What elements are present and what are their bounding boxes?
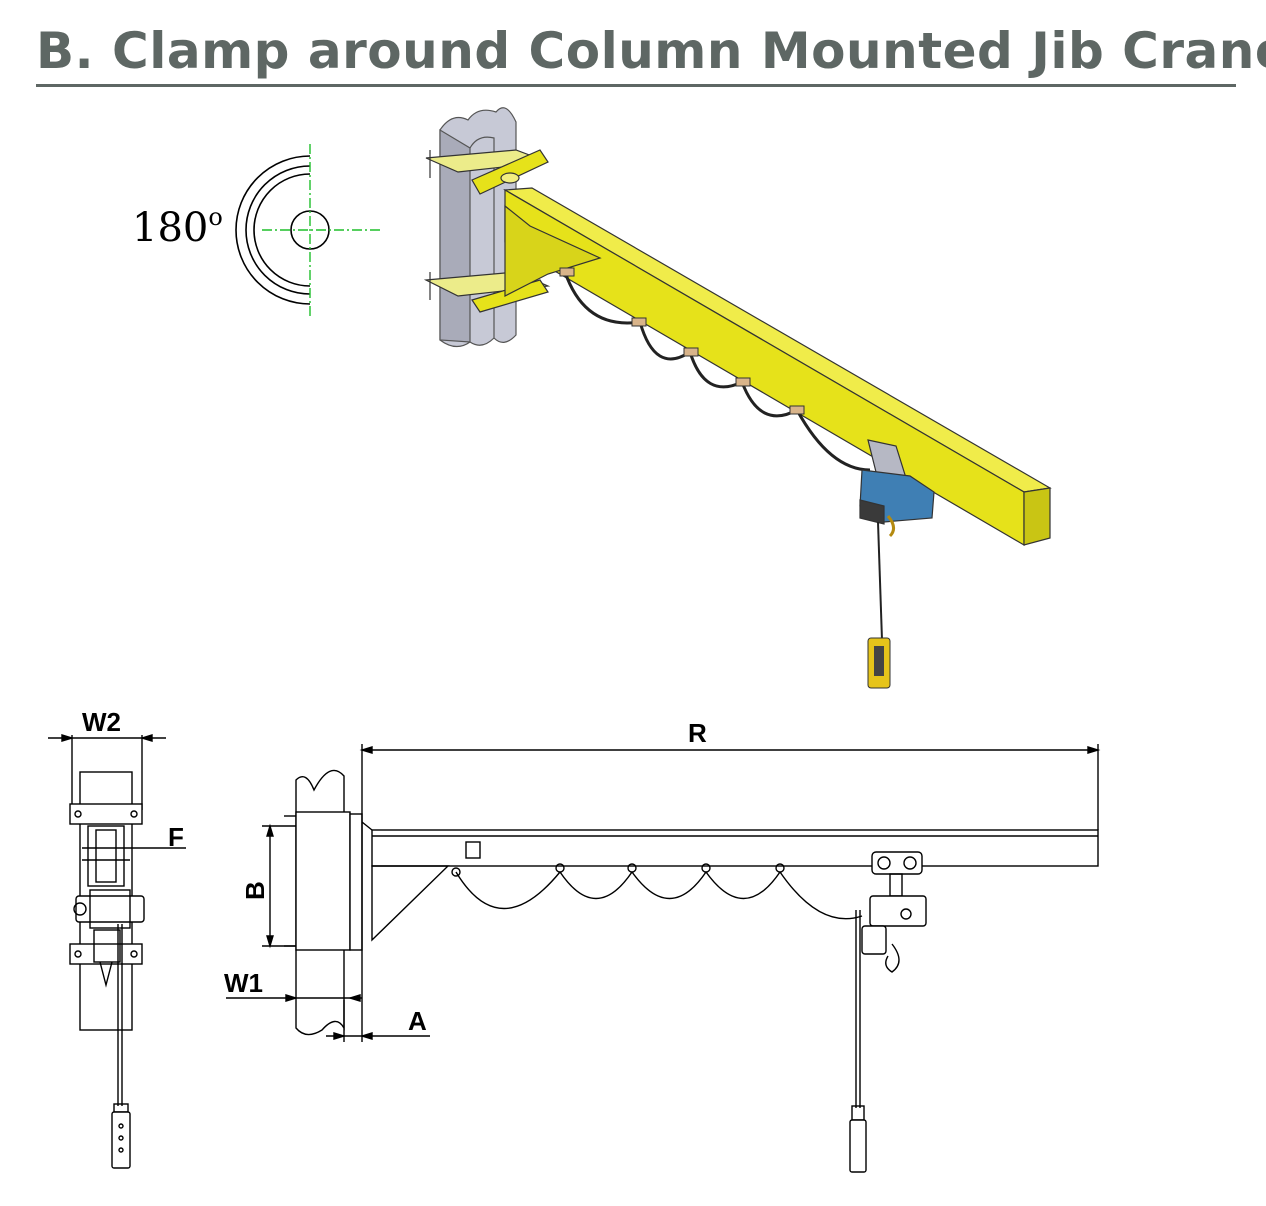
- pendant-3d: [867, 521, 891, 689]
- hoist-3d: [859, 439, 935, 538]
- dim-b-label: B: [240, 881, 270, 900]
- rotation-symbol: [235, 144, 382, 318]
- end-view: [48, 734, 186, 1169]
- dim-w1-label: W1: [224, 968, 263, 998]
- front-elevation: [226, 744, 1101, 1173]
- clamp-plates-3d: [423, 149, 551, 313]
- boom-beam-3d: [503, 187, 1052, 547]
- rotation-label: 180o: [132, 203, 223, 251]
- cable-trolleys-3d: [559, 267, 805, 415]
- dim-a-label: A: [408, 1006, 427, 1036]
- dim-r-label: R: [688, 718, 707, 748]
- page-title: B. Clamp around Column Mounted Jib Crane…: [36, 22, 1266, 80]
- title-underline: [36, 84, 1236, 87]
- dim-w2-label: W2: [82, 707, 121, 737]
- crane-3d-view: [423, 107, 1052, 689]
- dim-f-label: F: [168, 822, 184, 852]
